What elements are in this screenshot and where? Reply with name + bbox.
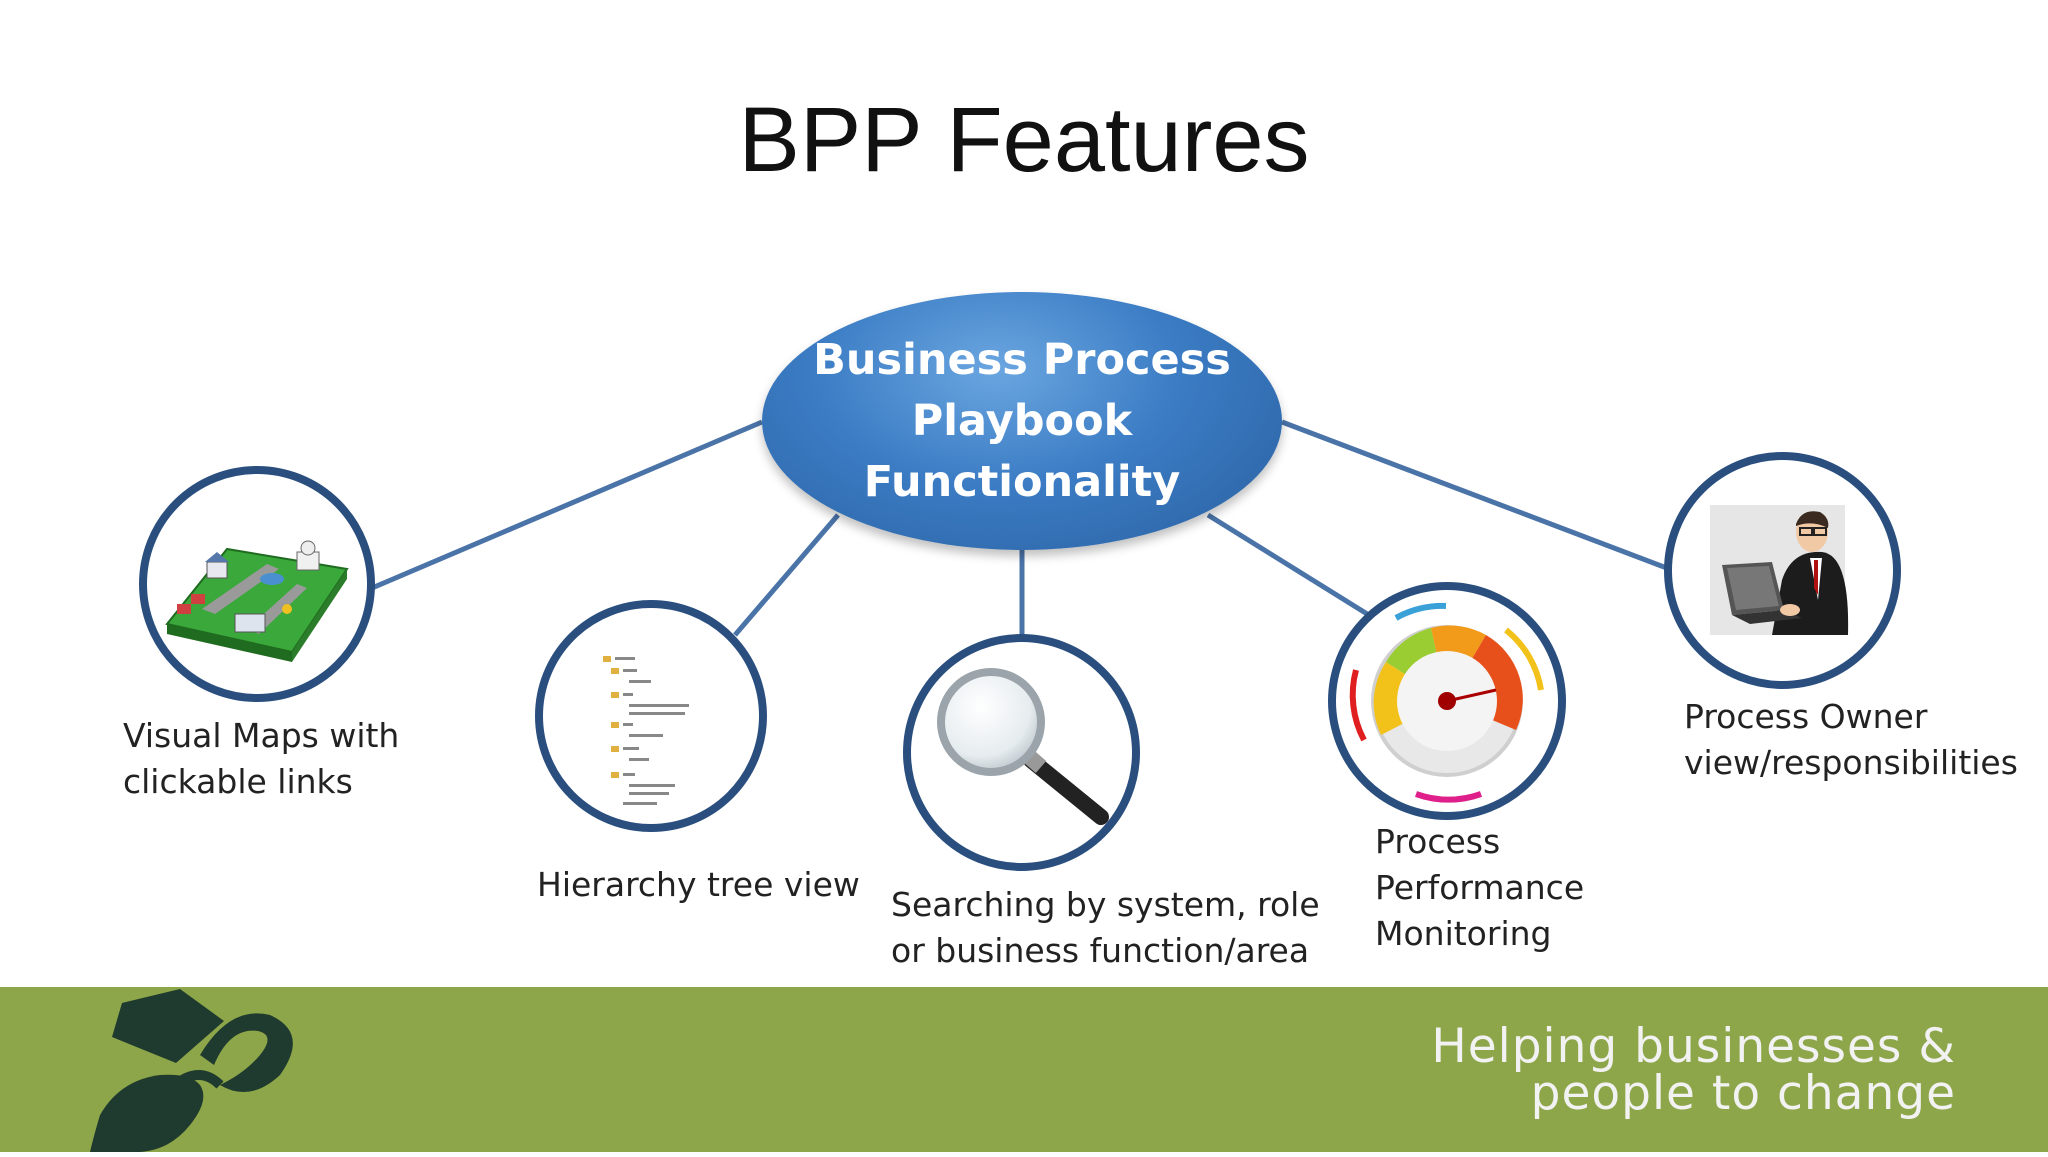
feature-node-search xyxy=(903,634,1140,871)
feature-node-performance xyxy=(1328,582,1566,820)
feature-label-owner: Process Owner view/responsibilities xyxy=(1684,697,2018,782)
feature-label-search: Searching by system, role or business fu… xyxy=(891,885,1320,970)
gauge-icon xyxy=(1349,602,1544,803)
company-logo xyxy=(80,985,310,1157)
feature-label-hierarchy: Hierarchy tree view xyxy=(537,865,860,904)
feature-node-owner xyxy=(1664,452,1901,689)
businessman-laptop-icon xyxy=(1710,505,1849,635)
connector-owner xyxy=(1281,419,1673,573)
connector-hierarchy xyxy=(733,513,840,637)
footer-tagline: Helping businesses & people to change xyxy=(1431,1019,1956,1121)
connector-visual-maps xyxy=(371,419,763,591)
feature-node-hierarchy xyxy=(535,600,767,832)
feature-label-performance: Process Performance Monitoring xyxy=(1375,822,1585,953)
magnifying-glass-icon xyxy=(937,668,1109,825)
tree-view-icon xyxy=(603,656,689,805)
footer-band xyxy=(0,987,2048,1152)
hub-ellipse: Business Process Playbook Functionality xyxy=(762,292,1282,550)
hub-label: Business Process Playbook Functionality xyxy=(813,334,1231,507)
slide-title: BPP Features xyxy=(738,89,1310,191)
city-map-icon xyxy=(165,540,349,662)
feature-label-visual-maps: Visual Maps with clickable links xyxy=(123,716,400,801)
connector-performance xyxy=(1206,512,1374,620)
feature-node-visual-maps xyxy=(139,466,375,702)
